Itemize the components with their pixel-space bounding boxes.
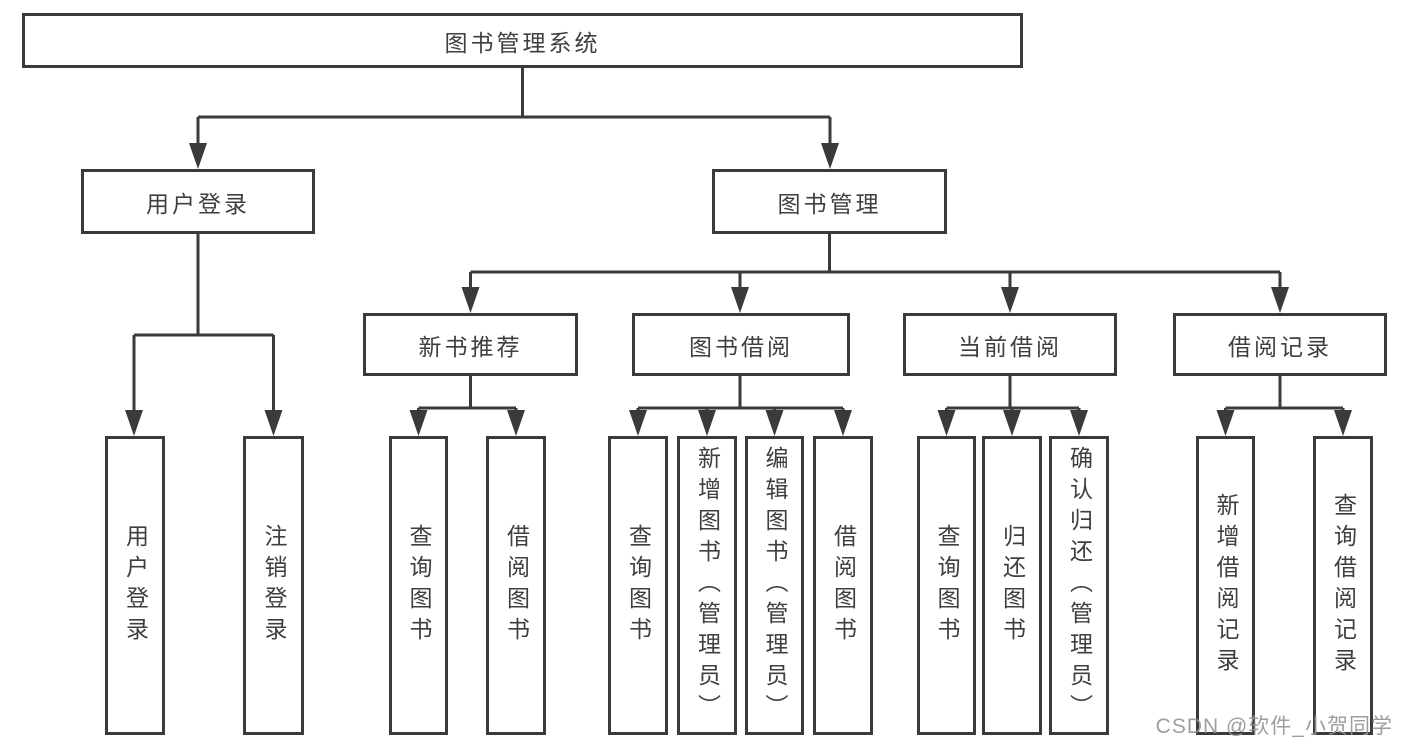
node-label: 借阅记录: [1228, 333, 1332, 360]
node-logout: 注销登录: [243, 436, 304, 735]
node-label: 查询借阅记录: [1330, 492, 1357, 679]
node-label: 编辑图书（管理员）: [762, 446, 788, 725]
node-edit-books-admin: 编辑图书（管理员）: [745, 436, 804, 735]
node-label: 确认归还（管理员）: [1066, 446, 1093, 725]
connector-user-login-children: [125, 233, 283, 436]
connector-new-book-rec-children: [409, 375, 525, 436]
node-add-borrow-record: 新增借阅记录: [1196, 436, 1255, 735]
node-borrowing-records: 借阅记录: [1173, 313, 1387, 376]
connector-current-borrow-children: [937, 375, 1088, 436]
node-label: 用户登录: [122, 523, 149, 648]
node-label: 当前借阅: [958, 333, 1062, 360]
node-user-login: 用户登录: [81, 169, 315, 234]
node-label: 查询图书: [406, 523, 432, 648]
node-borrow-query-books: 查询图书: [608, 436, 668, 735]
node-query-borrow-record: 查询借阅记录: [1313, 436, 1373, 735]
node-label: 归还图书: [999, 523, 1026, 648]
node-label: 图书管理: [777, 190, 882, 217]
node-recommend-borrow-books: 借阅图书: [486, 436, 546, 735]
node-label: 查询图书: [625, 523, 652, 648]
node-library-management-system: 图书管理系统: [22, 13, 1023, 68]
node-label: 用户登录: [146, 190, 250, 217]
csdn-watermark: CSDN @软件_小贺同学: [1155, 715, 1393, 738]
node-book-borrowing: 图书借阅: [632, 313, 850, 376]
node-add-books-admin: 新增图书（管理员）: [677, 436, 737, 735]
node-new-book-recommendation: 新书推荐: [363, 313, 578, 376]
connector-book-borrow-children: [629, 375, 852, 436]
node-recommend-query-books: 查询图书: [389, 436, 448, 735]
node-book-management: 图书管理: [712, 169, 947, 234]
node-label: 借阅图书: [830, 523, 857, 648]
node-label: 查询图书: [934, 523, 960, 648]
node-current-borrowing: 当前借阅: [903, 313, 1117, 376]
node-user-login-action: 用户登录: [105, 436, 165, 735]
node-borrow-books: 借阅图书: [813, 436, 873, 735]
node-label: 借阅图书: [503, 523, 530, 648]
node-label: 新书推荐: [418, 333, 523, 360]
connector-borrow-records-children: [1216, 375, 1352, 436]
node-label: 新增图书（管理员）: [694, 446, 721, 725]
node-confirm-return-admin: 确认归还（管理员）: [1049, 436, 1109, 735]
node-label: 图书借阅: [689, 333, 793, 360]
node-label: 注销登录: [261, 523, 287, 648]
node-label: 图书管理系统: [444, 29, 601, 56]
connector-root-to-level2: [189, 68, 839, 169]
node-label: 新增借阅记录: [1213, 492, 1239, 679]
node-current-query-books: 查询图书: [917, 436, 976, 735]
connector-book-mgmt-children: [461, 233, 1289, 313]
node-return-books: 归还图书: [982, 436, 1042, 735]
